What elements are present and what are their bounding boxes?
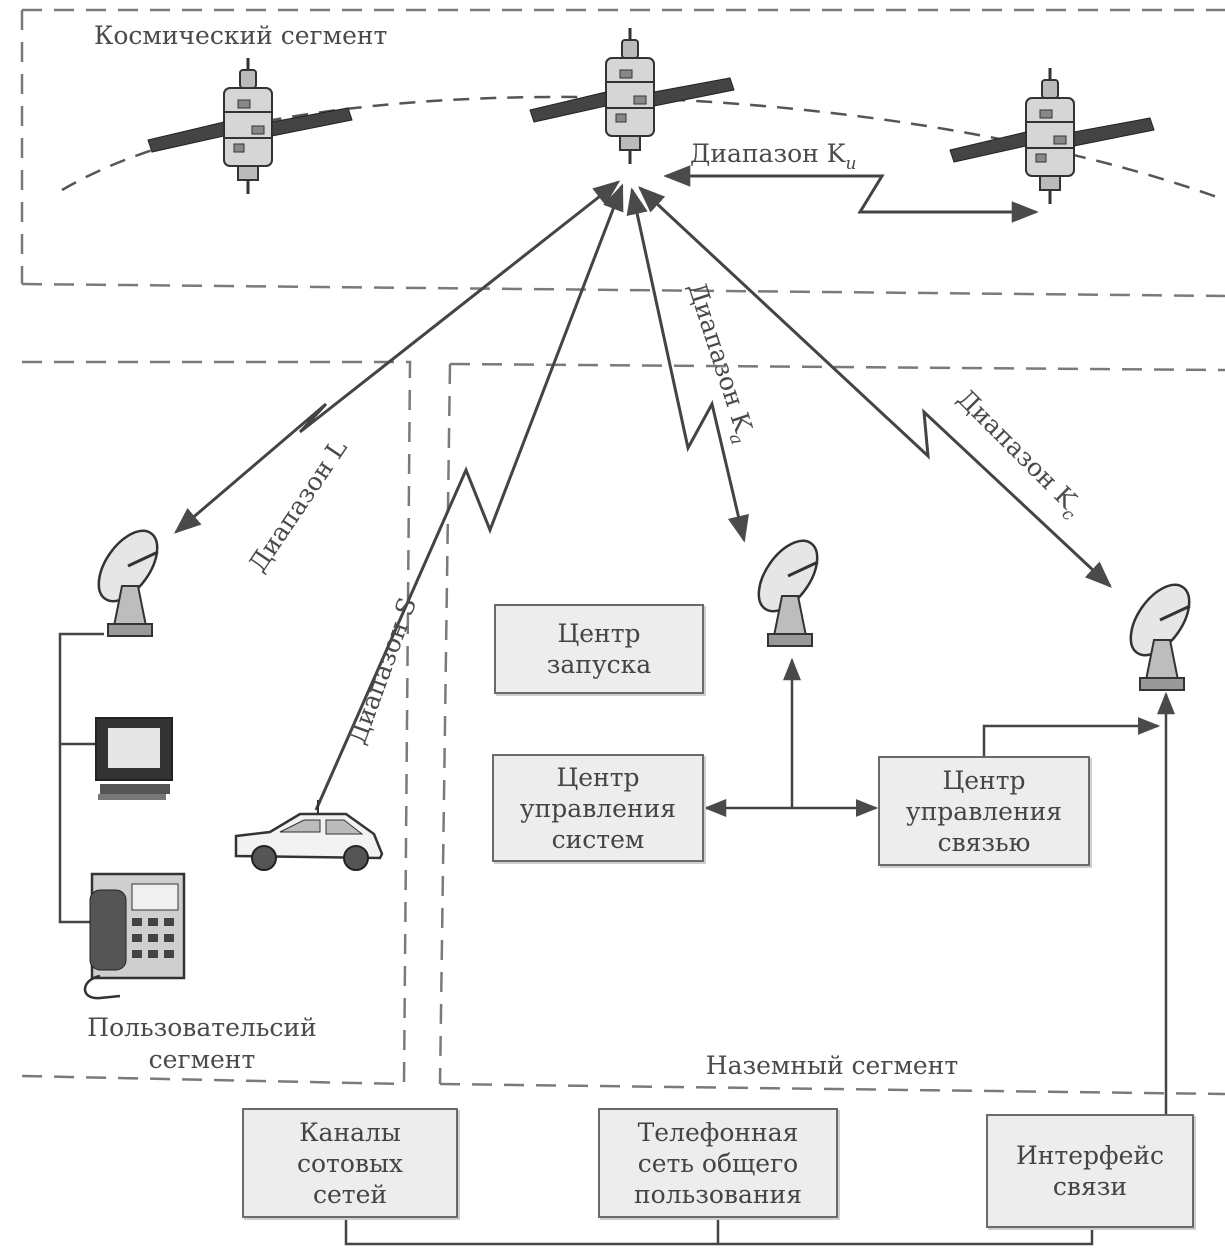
l-band-link — [173, 180, 621, 534]
radio-links — [173, 180, 1112, 811]
svg-text:Диапазон S: Диапазон S — [342, 594, 422, 749]
s-band-label: Диапазон S — [342, 594, 422, 749]
satellite-icon — [146, 56, 354, 196]
ground-dish-icon — [745, 529, 831, 648]
car-icon — [234, 800, 384, 871]
user-segment-label: сегмент — [149, 1045, 256, 1074]
telephone-icon — [83, 872, 186, 1000]
ku-band-label: Диапазон Ku — [690, 139, 856, 174]
computer-icon — [95, 717, 173, 800]
comm-control-center-box: Центр управления связью — [878, 756, 1090, 866]
svg-text:Диапазон Ku: Диапазон Ku — [690, 139, 856, 174]
ka-band-label: Диапазон Ka — [677, 279, 761, 447]
system-control-center-box: Центр управления систем — [492, 754, 704, 862]
public-telephone-network-box: Телефонная сеть общего пользования — [598, 1108, 838, 1218]
svg-text:Диапазон L: Диапазон L — [243, 434, 353, 577]
ground-dish-icon — [1117, 573, 1203, 692]
space-segment-label: Космический сегмент — [94, 21, 387, 50]
kc-band-link — [638, 186, 1112, 588]
user-segment-label: Пользовательсий — [87, 1013, 316, 1042]
launch-center-box: Центр запуска — [494, 604, 704, 694]
s-band-link — [314, 183, 624, 811]
ground-segment-label: Наземный сегмент — [706, 1051, 958, 1080]
cellular-channels-box: Каналы сотовых сетей — [242, 1108, 458, 1218]
ground-connections — [344, 657, 1175, 1246]
communication-interface-box: Интерфейс связи — [986, 1114, 1194, 1228]
user-dish-icon — [85, 519, 171, 638]
l-band-label: Диапазон L — [243, 434, 353, 577]
svg-text:Диапазон Ka: Диапазон Ka — [677, 279, 761, 447]
satellite-icon — [948, 66, 1156, 206]
ku-band-link — [663, 165, 1039, 223]
user-wiring — [58, 632, 104, 924]
